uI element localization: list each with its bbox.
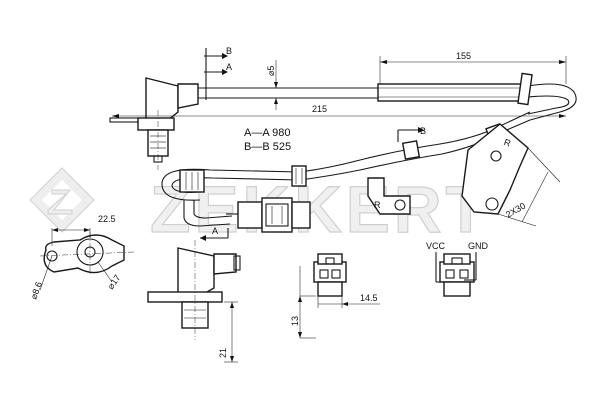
sensor-body-front-view: 21 bbox=[147, 240, 241, 363]
brand-emblem bbox=[29, 167, 95, 233]
legend-line-a: A—A 980 bbox=[244, 127, 290, 139]
mounting-bracket: R 2X30 bbox=[461, 123, 561, 227]
section-mark-b-right-label: B bbox=[420, 126, 426, 136]
connector-face-view: 13 14.5 bbox=[290, 253, 380, 339]
section-mark-a-top: A bbox=[226, 62, 232, 72]
section-mark-b-top: B bbox=[226, 46, 232, 56]
sensor-height-label: 21 bbox=[218, 348, 228, 358]
pin-gnd-label: GND bbox=[468, 241, 489, 251]
dimension-diameter-5-label: ⌀5 bbox=[266, 66, 276, 76]
sensor-flange-top-view: 22.5 ⌀8.6 ⌀17 bbox=[28, 214, 135, 301]
dimension-215-label: 215 bbox=[312, 104, 327, 114]
flange-diameter-label: ⌀17 bbox=[105, 273, 122, 291]
cable-straight-run bbox=[198, 72, 577, 121]
section-mark-a-lower: A bbox=[200, 226, 229, 241]
section-legend: A—A 980 B—B 525 bbox=[244, 127, 291, 153]
brand-logo-text: ZEKKERT bbox=[150, 172, 490, 246]
bracket-mark-r: R bbox=[503, 137, 513, 149]
sensor-head-side-view bbox=[109, 77, 199, 170]
dimension-top-length: 155 bbox=[379, 51, 567, 84]
pin-vcc-label: VCC bbox=[426, 241, 446, 251]
connector-plug-lower bbox=[226, 197, 311, 233]
flange-offset-label: 22.5 bbox=[98, 214, 116, 224]
connector-height-label: 13 bbox=[290, 316, 300, 326]
harness-loop bbox=[161, 159, 361, 227]
pinout-view: VCC GND bbox=[426, 241, 489, 297]
section-mark-b-right: B bbox=[397, 126, 426, 142]
legend-line-b: B—B 525 bbox=[244, 141, 291, 153]
dimension-total-length: 215 bbox=[112, 104, 566, 118]
bore-diameter-label: ⌀8.6 bbox=[28, 280, 44, 300]
dimension-cable-diameter: ⌀5 bbox=[266, 60, 278, 110]
harness-clip-r: R bbox=[367, 177, 411, 215]
connector-width-label: 14.5 bbox=[360, 293, 378, 303]
clip-mark-r: R bbox=[374, 200, 381, 210]
section-marks-top: B A bbox=[204, 46, 232, 100]
section-mark-a-lower-label: A bbox=[212, 226, 218, 236]
dimension-155-label: 155 bbox=[456, 51, 471, 61]
brand-watermark: ZEKKERT bbox=[29, 167, 490, 247]
bracket-size-label: 2X30 bbox=[504, 201, 527, 220]
